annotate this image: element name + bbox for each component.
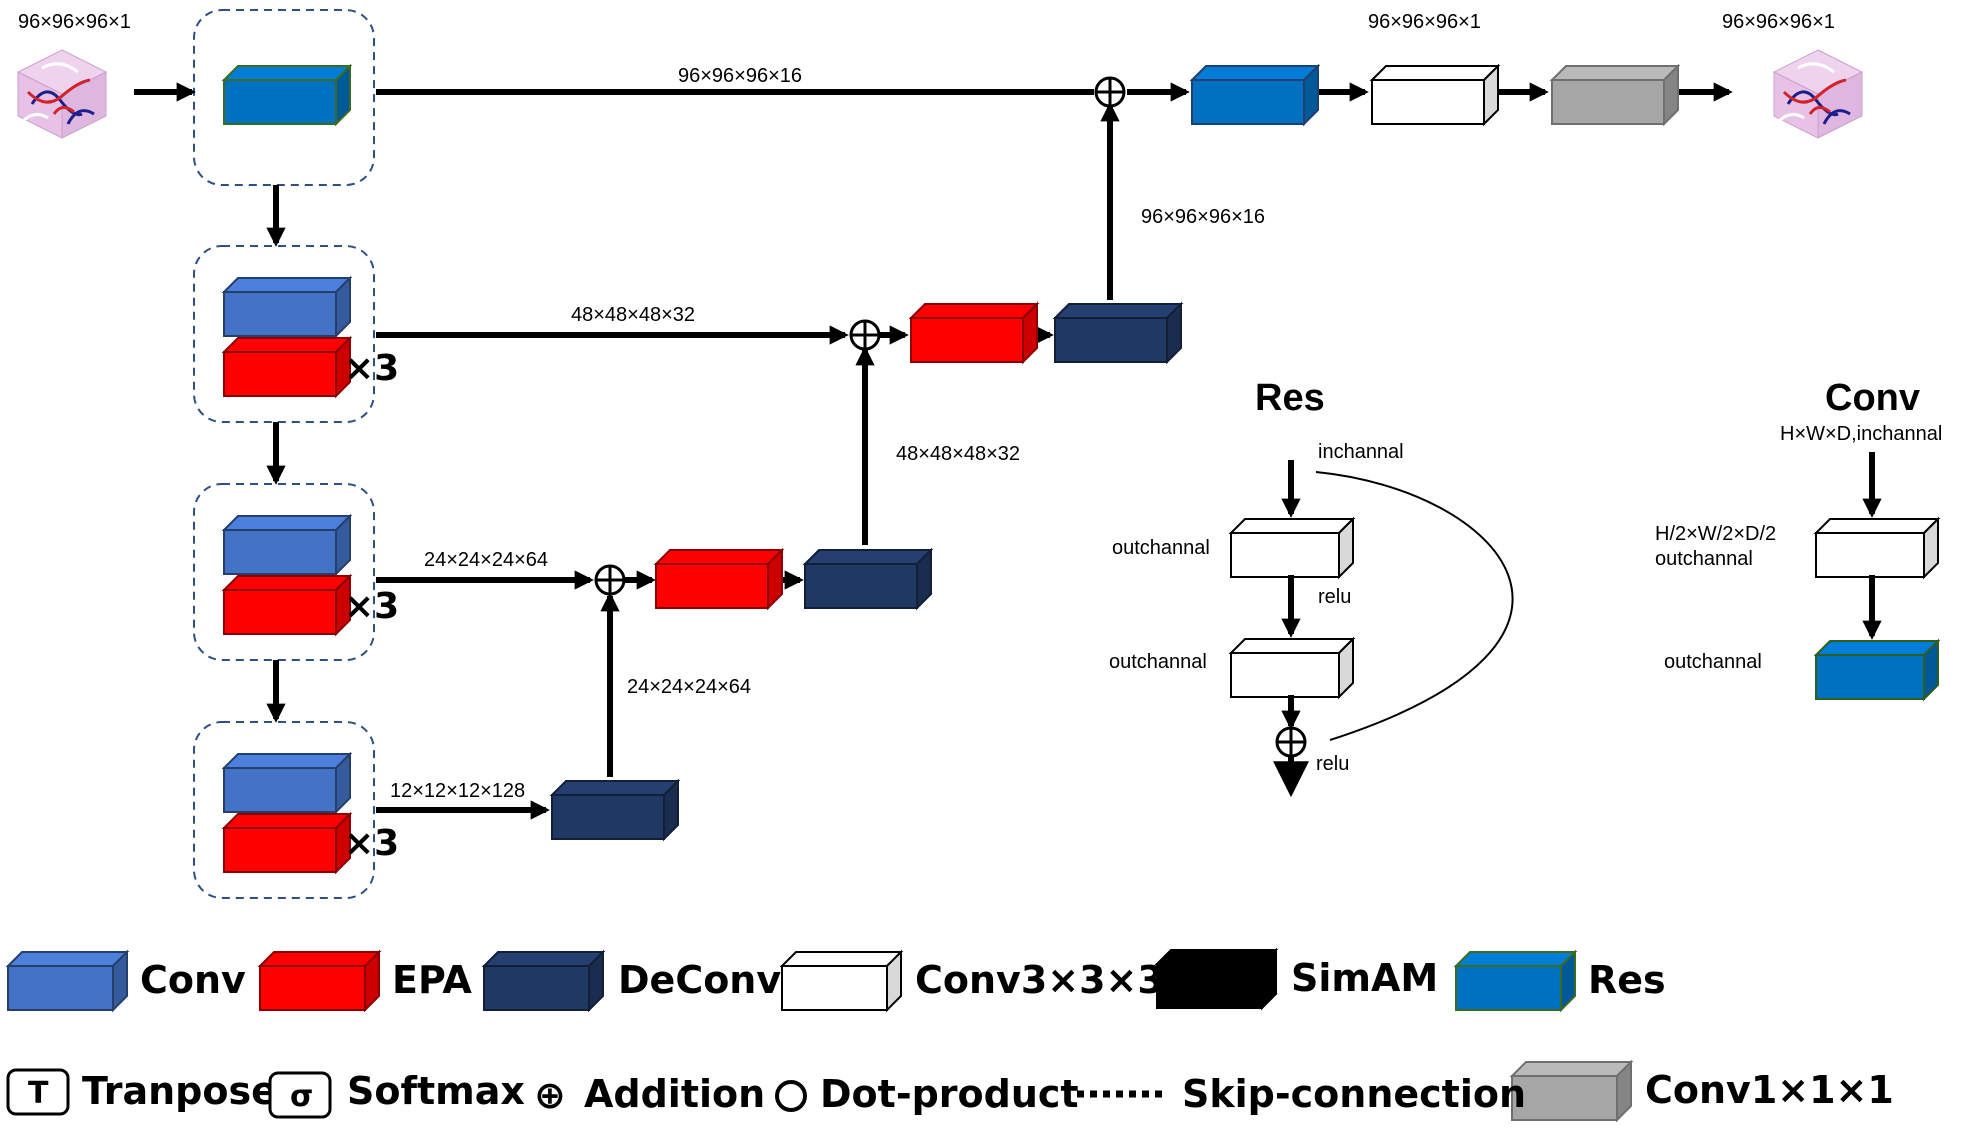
skip4-dim-label: 12×12×12×128 xyxy=(390,780,525,802)
conv-block-detail: Conv H×W×D,inchannal H/2×W/2×D/2 outchan… xyxy=(1655,377,1942,673)
legend-addition-label: Addition xyxy=(584,1072,765,1116)
res-conv333-block-1 xyxy=(1228,516,1356,580)
dec1-res-block xyxy=(1189,63,1321,127)
legend-conv111-swatch xyxy=(1509,1059,1634,1123)
conv-input-label: H×W×D,inchannal xyxy=(1780,423,1942,445)
res-relu-label-1: relu xyxy=(1318,586,1351,608)
enc2-conv-block xyxy=(221,275,353,339)
transpose-icon xyxy=(6,1068,70,1116)
repeat-label-3: ×3 xyxy=(344,586,399,627)
addition-node-24 xyxy=(594,564,626,596)
up1-dim-label: 96×96×96×16 xyxy=(1141,206,1265,228)
legend-transpose-label: Tranpose xyxy=(82,1069,277,1113)
transpose-symbol: T xyxy=(28,1076,49,1111)
dec1-conv111-block xyxy=(1549,63,1681,127)
repeat-label-4: ×3 xyxy=(344,823,399,864)
legend-skip-label: Skip-connection xyxy=(1182,1072,1526,1116)
legend-conv333-swatch xyxy=(779,949,904,1013)
res-inchannal-label: inchannal xyxy=(1318,441,1404,463)
legend-epa-label: EPA xyxy=(392,958,472,1002)
enc3-conv-block xyxy=(221,513,353,577)
mid-dim-label: 96×96×96×1 xyxy=(1368,11,1481,33)
up2-dim-label: 48×48×48×32 xyxy=(896,443,1020,465)
conv-mid-label-1: H/2×W/2×D/2 xyxy=(1655,523,1776,545)
legend-softmax-label: Softmax xyxy=(347,1069,525,1113)
legend-dot-label: Dot-product xyxy=(820,1072,1079,1116)
legend-row-1: Conv EPA DeConv Conv3×3×3 SimAM Res xyxy=(140,956,1666,1002)
conv-conv333-block xyxy=(1813,516,1941,580)
enc1-res-block xyxy=(221,63,353,127)
legend-row-2: T Tranpose σ Softmax ⊕ Addition Dot-prod… xyxy=(6,1068,1894,1119)
legend-conv-label: Conv xyxy=(140,958,246,1002)
legend-simam-label: SimAM xyxy=(1291,956,1438,1000)
dec2-epa-block xyxy=(908,301,1040,365)
res-relu-label-2: relu xyxy=(1316,753,1349,775)
skip1-dim-label: 96×96×96×16 xyxy=(678,65,802,87)
dec4-deconv-block xyxy=(549,778,681,842)
res-skip-curve xyxy=(1315,471,1514,741)
softmax-symbol: σ xyxy=(290,1079,313,1114)
skip3-dim-label: 24×24×24×64 xyxy=(424,549,548,571)
dot-product-icon xyxy=(775,1080,807,1112)
addition-node-48 xyxy=(849,319,881,351)
connections xyxy=(134,82,1733,820)
up3-dim-label: 24×24×24×64 xyxy=(627,676,751,698)
dec3-deconv-block xyxy=(802,547,934,611)
legend-res-swatch xyxy=(1453,949,1578,1013)
legend-simam-swatch xyxy=(1154,947,1279,1011)
dec3-epa-block xyxy=(653,547,785,611)
legend-deconv-label: DeConv xyxy=(618,958,781,1002)
output-volume-image xyxy=(1772,49,1864,139)
repeat-label-2: ×3 xyxy=(344,348,399,389)
enc4-conv-block xyxy=(221,751,353,815)
res-conv333-block-2 xyxy=(1228,636,1356,700)
res-block-detail: Res inchannal outchannal relu outchannal… xyxy=(1109,377,1514,798)
res-outchannal-label-1: outchannal xyxy=(1112,537,1210,559)
input-dim-label: 96×96×96×1 xyxy=(18,11,131,33)
conv-out-label: outchannal xyxy=(1664,651,1762,673)
enc4-epa-block xyxy=(221,811,353,875)
conv-res-block xyxy=(1813,638,1941,702)
dec1-conv333-block xyxy=(1369,63,1501,127)
dec2-deconv-block xyxy=(1052,301,1184,365)
res-outchannal-label-2: outchannal xyxy=(1109,651,1207,673)
legend-deconv-swatch xyxy=(481,949,606,1013)
conv-mid-label-2: outchannal xyxy=(1655,548,1753,570)
conv-title: Conv xyxy=(1825,377,1920,419)
addition-icon: ⊕ xyxy=(534,1073,566,1117)
legend-res-label: Res xyxy=(1588,958,1666,1002)
res-addition-node xyxy=(1275,726,1307,758)
legend-epa-swatch xyxy=(257,949,382,1013)
input-volume-image xyxy=(16,49,108,139)
addition-node-top xyxy=(1094,76,1126,108)
encoder-stage-1 xyxy=(193,9,375,186)
skip2-dim-label: 48×48×48×32 xyxy=(571,304,695,326)
legend-conv333-label: Conv3×3×3 xyxy=(915,958,1164,1002)
enc3-epa-block xyxy=(221,573,353,637)
legend-conv-swatch xyxy=(5,949,130,1013)
softmax-icon xyxy=(268,1071,332,1119)
enc2-epa-block xyxy=(221,335,353,399)
res-title: Res xyxy=(1255,377,1325,419)
legend-conv111-label: Conv1×1×1 xyxy=(1645,1068,1894,1112)
output-dim-label: 96×96×96×1 xyxy=(1722,11,1835,33)
